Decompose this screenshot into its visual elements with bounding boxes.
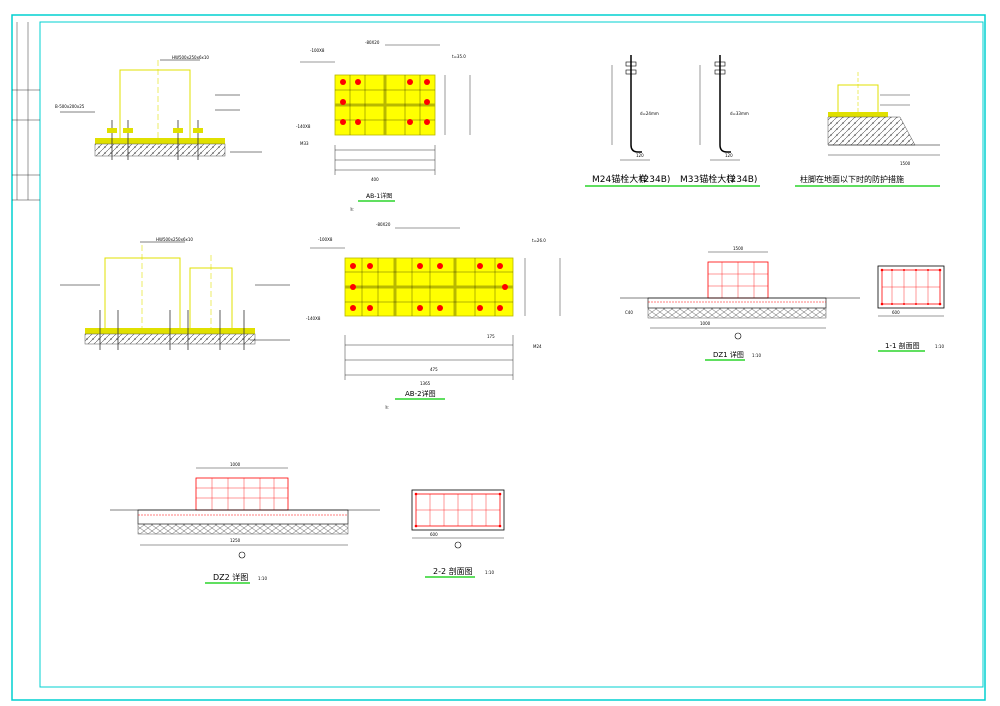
m33-anchor-detail: 120 d=33mm M33锚栓大样 (234B) — [672, 55, 760, 187]
column-base-elevation-1: HW500x250x6x10 B-500x200x25 — [55, 55, 262, 160]
ab1-dim-400: 400 — [371, 177, 379, 182]
ab1-stiff-2: -140X8 — [296, 124, 311, 129]
s22-scale: 1:10 — [485, 570, 494, 575]
ab1-thick: t=35.0 — [452, 54, 466, 59]
ab1-title: AB-1详图 — [366, 192, 392, 200]
dz2-title: DZ2 详图 — [213, 572, 248, 582]
ab1-bolt: M33 — [300, 141, 309, 146]
ab2-weld: -80X20 — [376, 222, 391, 227]
m24-title: M24锚栓大样 — [592, 173, 647, 185]
ab2-plan: 1365 475 175 -80X20 t=26.0 -100X8 -140X8… — [306, 222, 561, 409]
section-2-2: 600 2-2 剖面图 1:10 — [411, 489, 505, 578]
dz1-concrete: C40 — [625, 310, 633, 315]
label-plate-top: B-500x200x25 — [55, 104, 85, 109]
ab2-bolt: M24 — [533, 344, 542, 349]
protection-height: 1500 — [900, 161, 911, 166]
label-hw-column-2: HW500x250x6x10 — [156, 237, 193, 242]
s11-title: 1-1 剖面图 — [885, 341, 920, 350]
dz1-title: DZ1 详图 — [713, 350, 744, 359]
section-1-1: 600 1-1 剖面图 1:10 — [877, 265, 944, 352]
protection-title: 柱脚在地面以下时的防护措施 — [800, 174, 904, 184]
m33-code: (234B) — [727, 175, 757, 185]
dz2-detail: 1250 1000 DZ2 详图 1:10 — [110, 462, 380, 584]
ab1-stiff: -100X8 — [310, 48, 325, 53]
s22-title: 2-2 剖面图 — [433, 566, 473, 576]
m24-diam: d=24mm — [640, 111, 659, 116]
m33-title: M33锚栓大样 — [680, 173, 735, 185]
dz1-dim: 1000 — [700, 321, 711, 326]
ab2-dim-175: 175 — [487, 334, 495, 339]
ab2-title: AB-2详图 — [405, 389, 436, 398]
dz2-dim: 1250 — [230, 538, 241, 543]
s22-dim: 600 — [430, 532, 438, 537]
m24-dim: 120 — [636, 153, 644, 158]
ab2-thick: t=26.0 — [532, 238, 546, 243]
ab1-weld: -80X20 — [365, 40, 380, 45]
dz1-top-dim: 1500 — [733, 246, 744, 251]
m33-dim: 120 — [725, 153, 733, 158]
m24-anchor-detail: 120 d=24mm M24锚栓大样 (234B) — [585, 55, 672, 187]
dz2-scale: 1:10 — [258, 576, 267, 581]
dz2-top-dim: 1000 — [230, 462, 241, 467]
protection-detail: 1500 柱脚在地面以下时的防护措施 — [795, 72, 940, 187]
dz1-scale: 1:10 — [752, 353, 761, 358]
m33-diam: d=33mm — [730, 111, 749, 116]
ab1-plan: 400 -80X20 t=35.0 -100X8 -140X8 M33 AB-1… — [296, 40, 471, 211]
ab2-dim-1365: 1365 — [420, 381, 431, 386]
column-base-elevation-2: HW500x250x6x10 — [60, 237, 290, 350]
ab2-stiff: -100X8 — [318, 237, 333, 242]
ab1-note: 注： — [350, 206, 356, 211]
ab2-stiff-2: -140X8 — [306, 316, 321, 321]
label-hw-column: HW500x250x6x10 — [172, 55, 209, 60]
dz1-detail: 1000 1500 C40 DZ1 详图 1:10 — [620, 246, 860, 361]
sheet-frame — [11, 14, 986, 701]
s11-scale: 1:10 — [935, 344, 944, 349]
ab2-dim-475: 475 — [430, 367, 438, 372]
m24-code: (234B) — [640, 175, 670, 185]
s11-dim: 600 — [892, 310, 900, 315]
ab2-note: 注： — [385, 404, 391, 409]
